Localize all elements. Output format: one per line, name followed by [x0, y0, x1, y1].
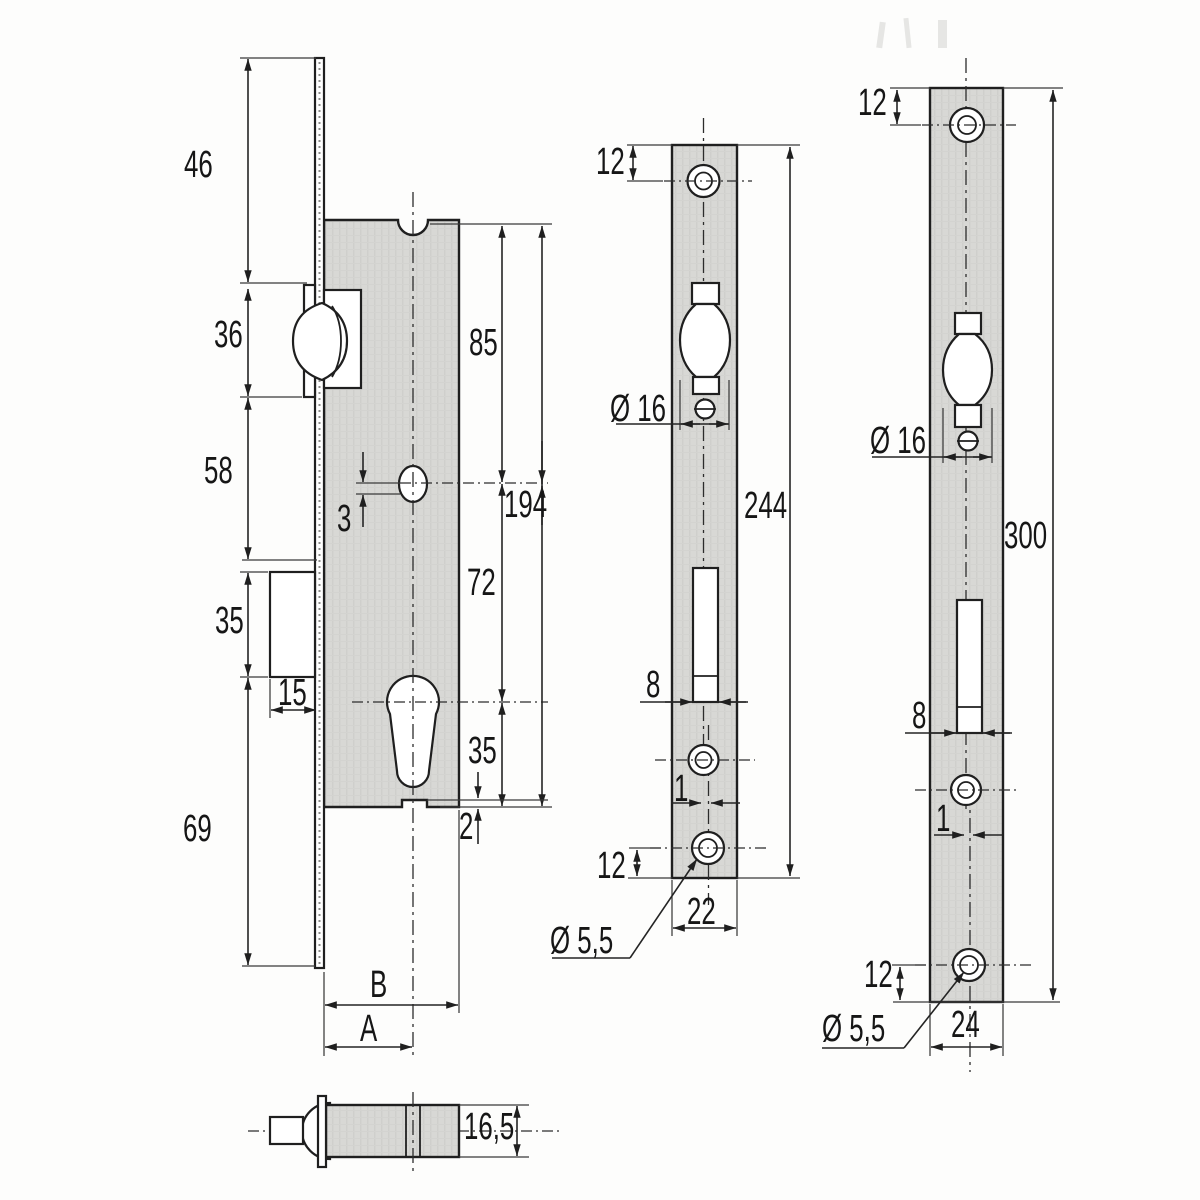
dim-label-244-dia5-5: Ø 5,5 [550, 920, 614, 962]
dim-label-194: 194 [504, 484, 548, 526]
dim-label-244-dia16: Ø 16 [610, 388, 667, 430]
dim-label-58: 58 [204, 450, 233, 492]
bolt-tip [268, 1115, 305, 1146]
dim-label-3: 3 [337, 498, 352, 540]
dim-label-244-12-bottom: 12 [597, 845, 626, 887]
bottom-view [248, 1092, 560, 1172]
scan-artifact [938, 20, 947, 48]
dim-label-244-1: 1 [674, 768, 689, 810]
dim-label-300-12-bottom: 12 [864, 954, 893, 996]
latch-bolt-head [291, 301, 349, 382]
dim-label-300-dia5-5: Ø 5,5 [822, 1008, 886, 1050]
dim-label-36: 36 [214, 314, 243, 356]
dim-label-85: 85 [469, 322, 498, 364]
dim-label-300-8: 8 [912, 695, 927, 737]
side-view [240, 56, 552, 1058]
dim-label-300-24: 24 [951, 1004, 980, 1046]
dim-label-46: 46 [184, 144, 213, 186]
deadbolt [268, 570, 317, 679]
dim-label-A: A [360, 1008, 378, 1050]
faceplate-244 [552, 118, 800, 959]
faceplate-top [316, 1094, 328, 1169]
dim-label-244-8: 8 [646, 664, 661, 706]
dim-label-300-length: 300 [1004, 515, 1048, 557]
dim-label-2: 2 [459, 806, 474, 848]
latch-cutout [678, 302, 732, 379]
dim-label-244-22: 22 [687, 891, 716, 933]
dim-label-244-length: 244 [744, 485, 788, 527]
cylinder-slot [691, 566, 720, 704]
dim-label-35-cylinder: 35 [468, 730, 497, 772]
dim-label-B: B [370, 964, 388, 1006]
dim-label-69: 69 [183, 808, 212, 850]
case-top [324, 1103, 461, 1159]
dim-label-300-dia16: Ø 16 [870, 420, 927, 462]
dim-label-244-12-top: 12 [596, 141, 625, 183]
dim-label-16-5: 16,5 [464, 1106, 515, 1148]
dim-label-35-deadbolt: 35 [215, 600, 244, 642]
faceplate-300 [822, 58, 1063, 1072]
dim-label-72: 72 [467, 562, 496, 604]
latch-cutout [941, 332, 994, 407]
cylinder-slot [955, 598, 984, 735]
dim-label-300-12-top: 12 [858, 82, 887, 124]
dim-label-15: 15 [278, 672, 307, 714]
dim-label-300-1: 1 [936, 798, 951, 840]
